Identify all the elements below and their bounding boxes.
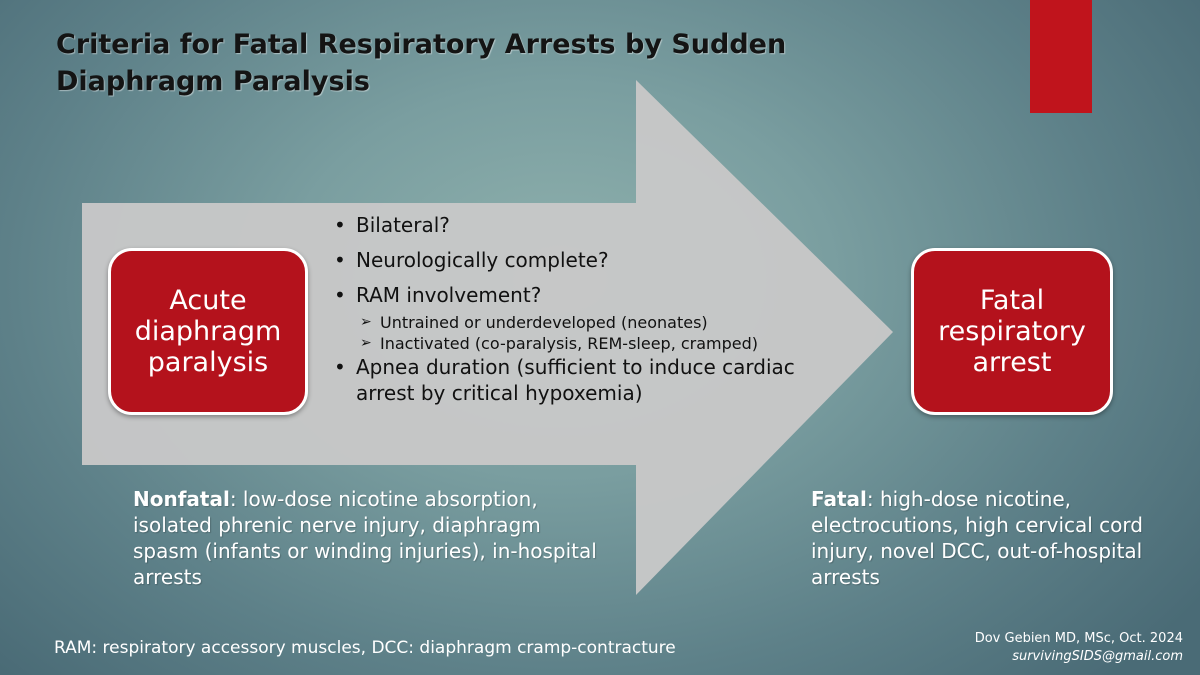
nonfatal-label: Nonfatal <box>133 487 230 511</box>
fatal-text: : high-dose nicotine, electrocutions, hi… <box>811 487 1143 589</box>
ram-sub-inactivated: ➢Inactivated (co-paralysis, REM-sleep, c… <box>360 334 759 353</box>
author-credit: Dov Gebien MD, MSc, Oct. 2024 survivingS… <box>975 630 1183 666</box>
nonfatal-note: Nonfatal: low-dose nicotine absorption, … <box>133 486 603 590</box>
acute-paralysis-box: Acute diaphragm paralysis <box>108 248 308 415</box>
arrowhead-bullet-icon: ➢ <box>360 335 372 351</box>
criteria-list: •Bilateral? •Neurologically complete? •R… <box>330 212 800 415</box>
arrowhead-bullet-icon: ➢ <box>360 314 372 330</box>
bullet-icon: • <box>334 213 346 237</box>
slide-title: Criteria for Fatal Respiratory Arrests b… <box>56 29 787 97</box>
bullet-icon: • <box>334 248 346 272</box>
author-email: survivingSIDS@gmail.com <box>1012 649 1183 664</box>
red-accent-tab <box>1030 0 1092 113</box>
nonfatal-text: : low-dose nicotine absorption, isolated… <box>133 487 597 589</box>
bullet-icon: • <box>334 355 346 379</box>
ram-sub-untrained: ➢Untrained or underdeveloped (neonates) <box>360 313 708 332</box>
fatal-label: Fatal <box>811 487 867 511</box>
criterion-ram: •RAM involvement? <box>334 283 542 307</box>
fatal-arrest-box: Fatal respiratory arrest <box>911 248 1113 415</box>
criterion-apnea: •Apnea duration (sufficient to induce ca… <box>334 355 795 405</box>
author-line: Dov Gebien MD, MSc, Oct. 2024 <box>974 631 1183 646</box>
abbreviation-footnote: RAM: respiratory accessory muscles, DCC:… <box>54 638 676 658</box>
arrow-shape <box>82 80 893 595</box>
ram-subcriteria: ➢Untrained or underdeveloped (neonates) … <box>330 312 800 354</box>
criterion-neurological: •Neurologically complete? <box>334 248 609 272</box>
bullet-icon: • <box>334 283 346 307</box>
acute-paralysis-label: Acute diaphragm paralysis <box>134 285 282 378</box>
fatal-note: Fatal: high-dose nicotine, electrocution… <box>811 486 1151 590</box>
criterion-bilateral: •Bilateral? <box>334 213 450 237</box>
fatal-arrest-label: Fatal respiratory arrest <box>938 285 1086 378</box>
